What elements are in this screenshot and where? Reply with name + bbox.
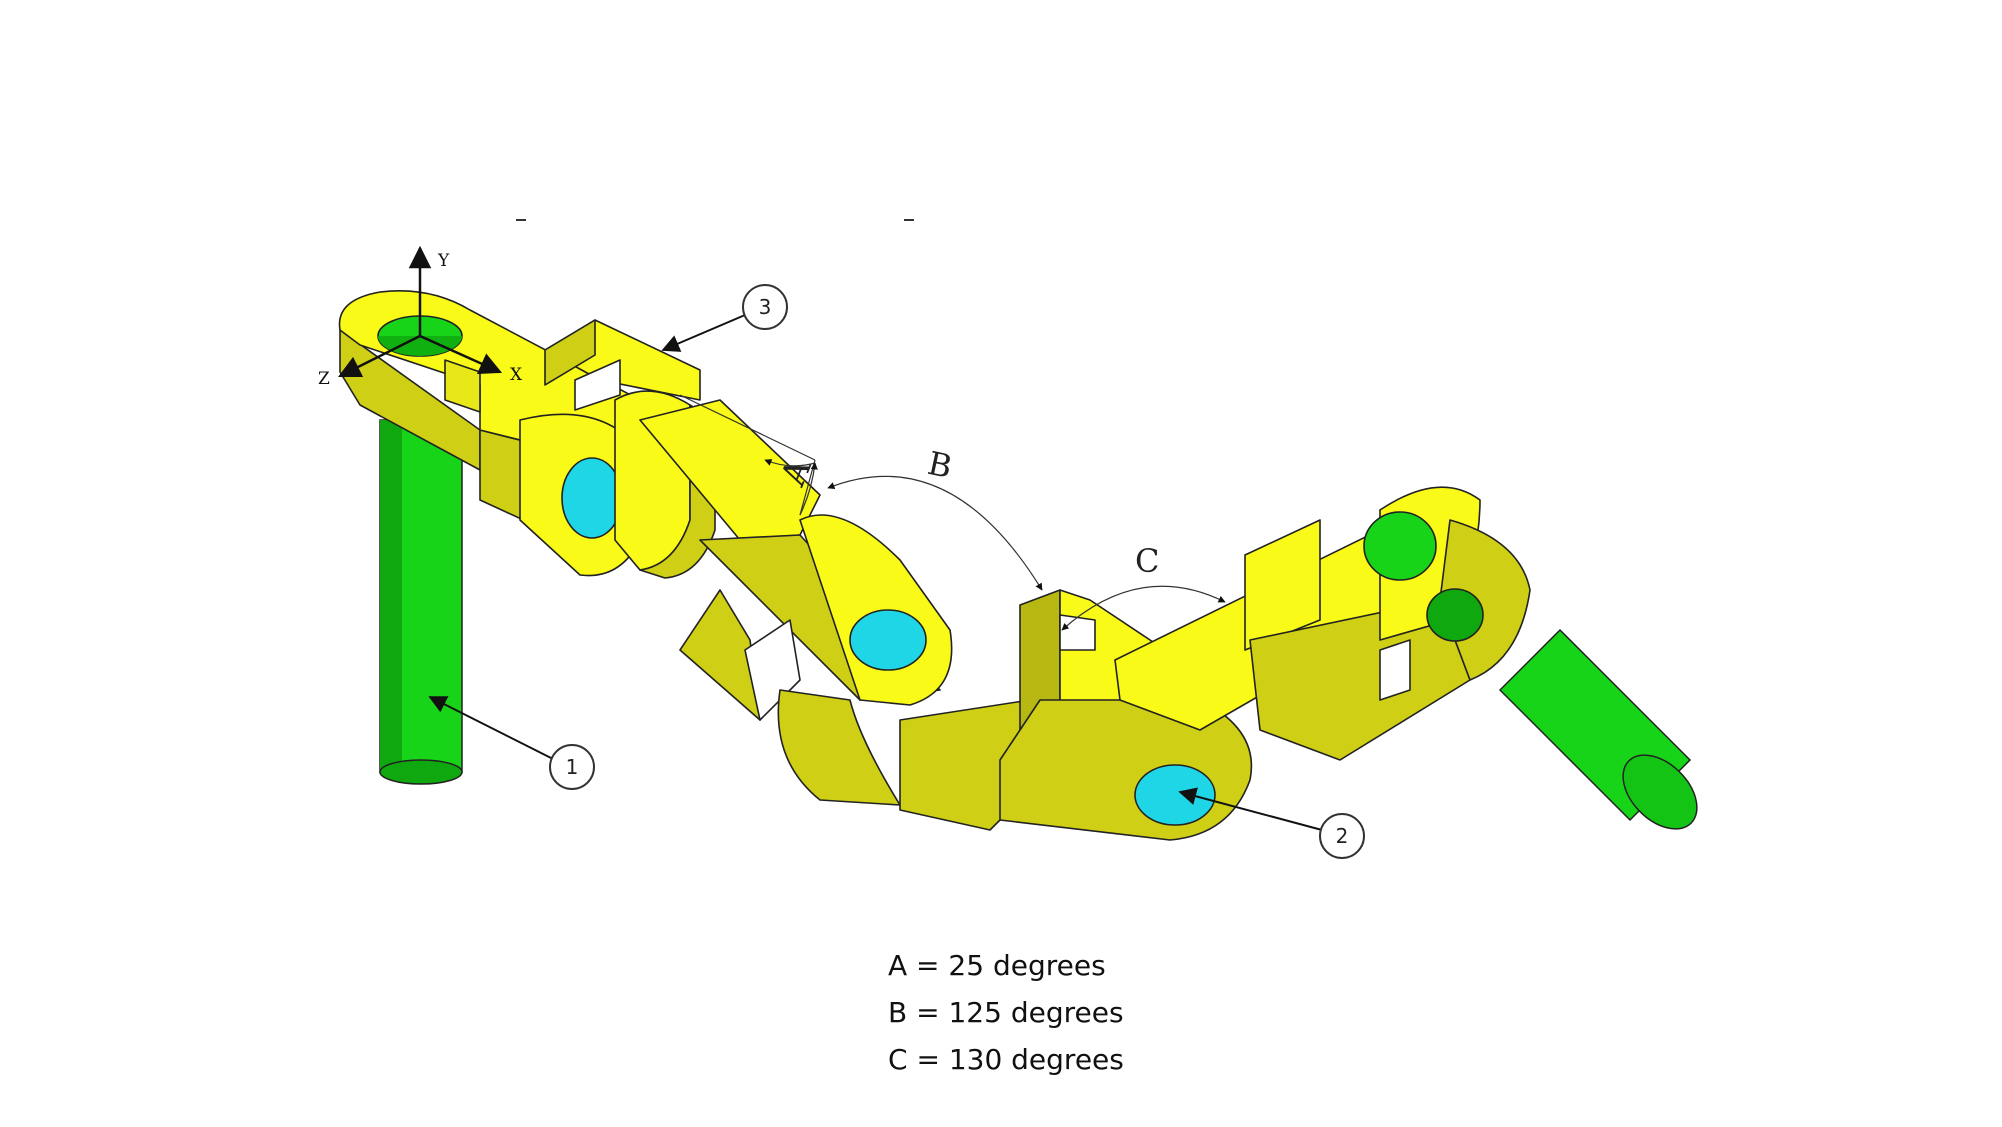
svg-text:3: 3 [759, 295, 772, 319]
legend-line-c: C = 130 degrees [888, 1043, 1124, 1076]
callout-1: 1 [428, 696, 595, 790]
angle-legend: A = 25 degrees B = 125 degrees C = 130 d… [888, 942, 1308, 1083]
axis-z-label: Z [318, 369, 330, 389]
pin-right [1498, 628, 1698, 830]
angle-c-arc [1061, 585, 1226, 631]
arrow-icon [428, 696, 556, 761]
callout-3: 3 [661, 284, 788, 352]
legend-line-a: A = 25 degrees [888, 949, 1106, 982]
pin-1 [379, 419, 463, 785]
svg-text:1: 1 [566, 755, 579, 779]
axis-x-label: X [510, 365, 523, 385]
callout-2: 2 [1178, 787, 1365, 859]
angle-a-arc [679, 394, 818, 516]
link-2 [639, 399, 953, 806]
arrow-icon [1178, 787, 1323, 831]
coordinate-axes-icon [337, 245, 503, 378]
angle-c-label: C [1135, 542, 1159, 580]
angle-b-label: B [925, 444, 956, 486]
angle-b-arc [827, 475, 1043, 591]
arrow-icon [661, 314, 746, 352]
svg-text:2: 2 [1336, 824, 1349, 848]
link-right [1114, 486, 1531, 761]
axis-y-label: Y [437, 251, 450, 271]
legend-line-b: B = 125 degrees [888, 996, 1124, 1029]
